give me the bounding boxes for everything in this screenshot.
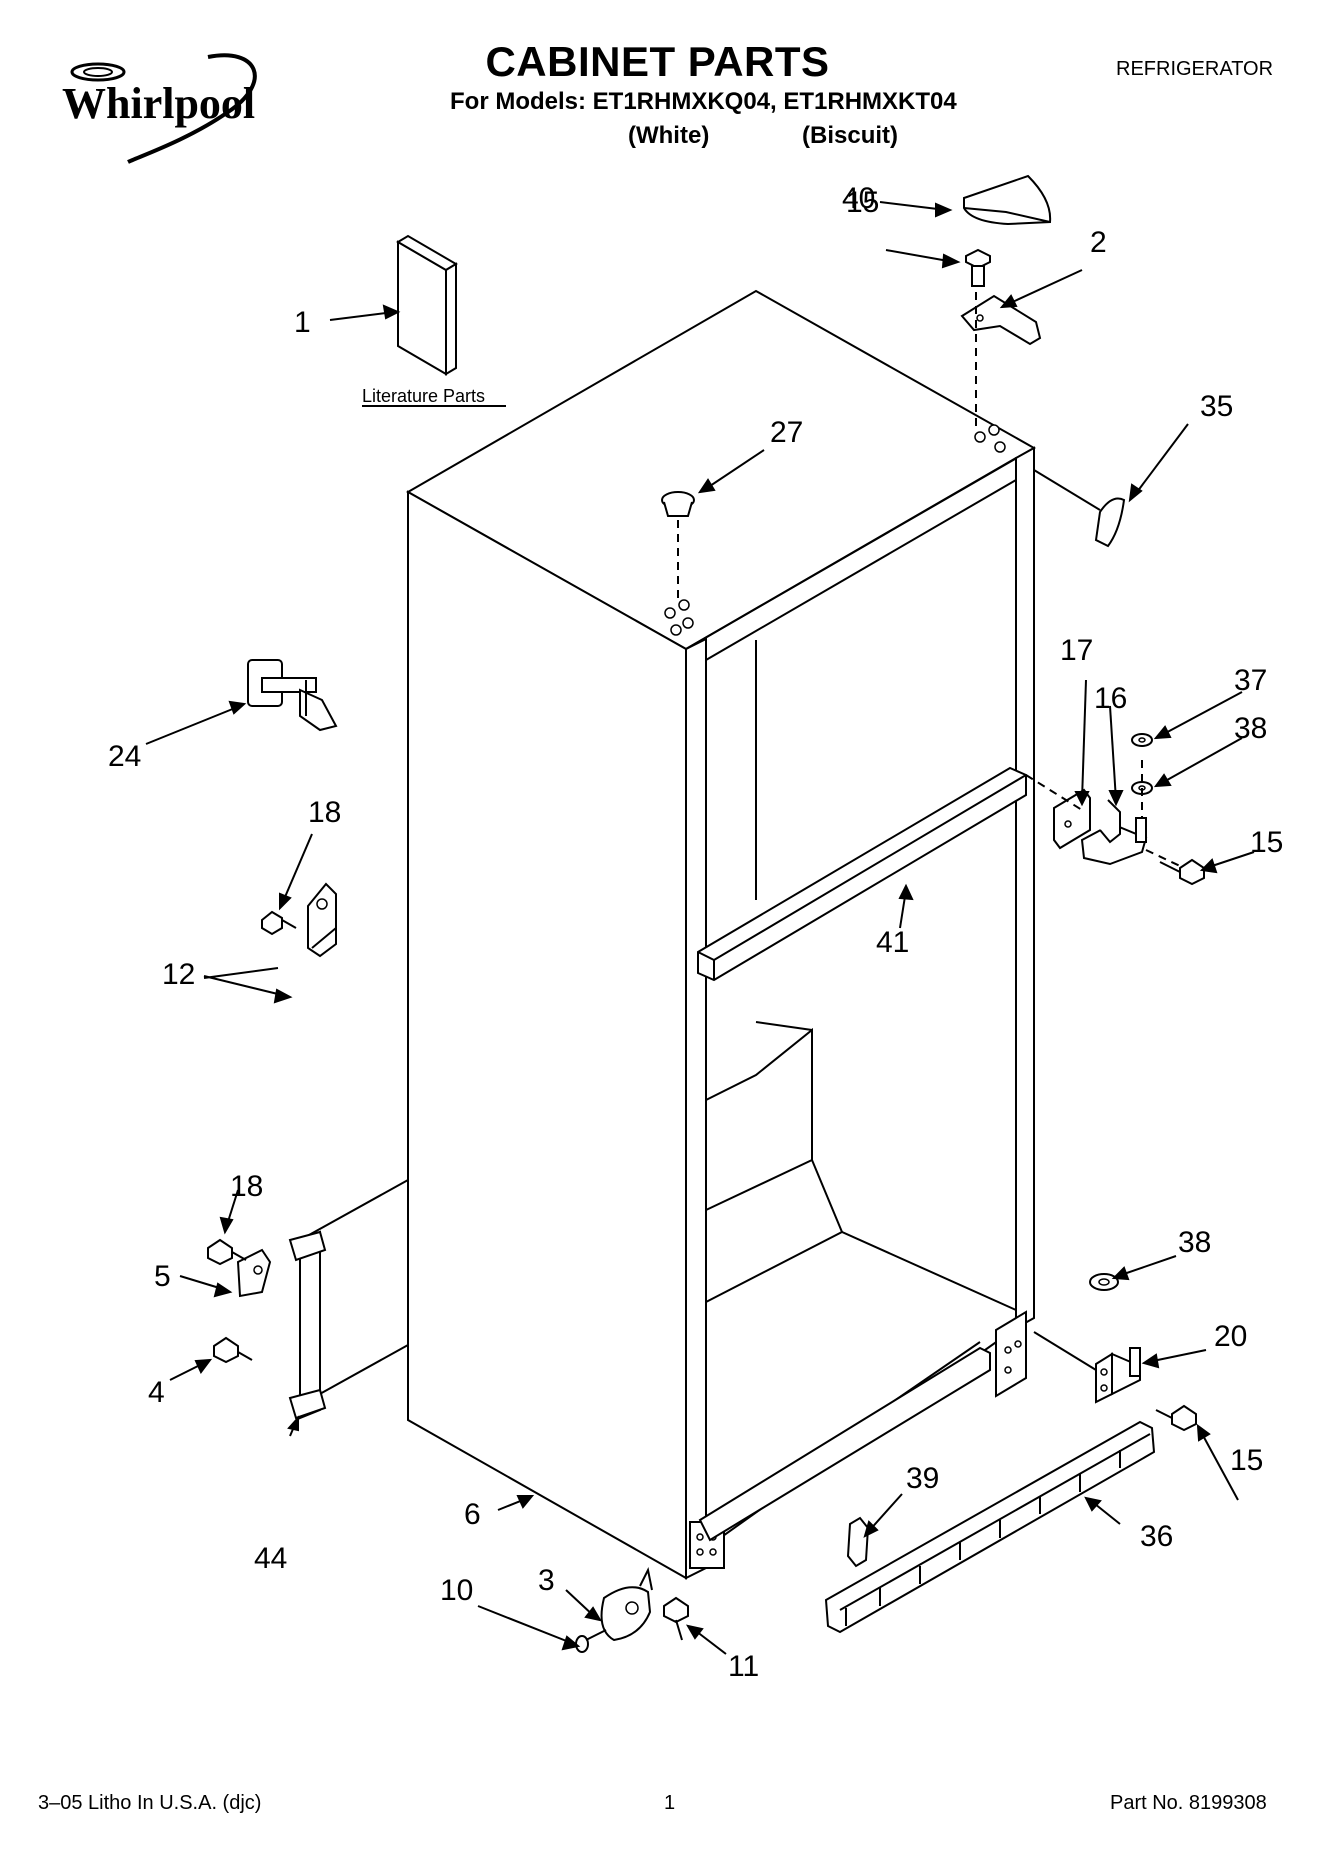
panel-tab-bottom: [288, 1388, 327, 1420]
literature-parts-label: Literature Parts: [362, 386, 485, 406]
callout-3: 3: [538, 1564, 555, 1597]
callout-2: 2: [1090, 226, 1107, 259]
literature-booklet: [396, 234, 458, 376]
callout-5: 5: [154, 1260, 171, 1293]
callout-38-lower: 38: [1178, 1226, 1211, 1259]
screw-upper-bracket: [261, 910, 297, 936]
models-line: For Models: ET1RHMXKQ04, ET1RHMXKT04: [450, 88, 957, 115]
callout-36: 36: [1140, 1520, 1173, 1553]
whirlpool-logo: Whirlpool: [62, 53, 257, 164]
callout-38-upper: 38: [1234, 712, 1267, 745]
callout-17: 17: [1060, 634, 1093, 667]
callout-40: 40: [842, 182, 875, 215]
lower-bracket: [236, 1248, 272, 1298]
roller-screw: [663, 1596, 689, 1641]
category-label: REFRIGERATOR: [1116, 58, 1274, 80]
callout-4: 4: [148, 1376, 165, 1409]
variant-white: (White): [628, 122, 710, 149]
callout-labels: 1 2 3 4 5 6 10 11 12 15 15 15 16 17 18 1…: [108, 182, 1283, 1683]
toe-grille: [824, 1420, 1156, 1634]
screw-top-hinge: [965, 248, 991, 287]
roller-pin: [575, 1629, 607, 1653]
callout-24: 24: [108, 740, 141, 773]
variant-biscuit: (Biscuit): [802, 122, 898, 149]
callout-18-lower: 18: [230, 1170, 263, 1203]
part-number: Part No. 8199308: [1110, 1792, 1267, 1814]
bottom-hinge: [1095, 1347, 1141, 1404]
screw-bottom-hinge: [1155, 1404, 1197, 1432]
callout-27: 27: [770, 416, 803, 449]
callout-15-top: 15: [846, 186, 879, 219]
callout-37: 37: [1234, 664, 1267, 697]
callout-41: 41: [876, 926, 909, 959]
washer-lower-right: [1089, 1273, 1119, 1291]
callout-39: 39: [906, 1462, 939, 1495]
callout-11: 11: [728, 1650, 759, 1683]
hinge-washer-upper: [1131, 733, 1153, 747]
hinge-hole-cap: [1094, 497, 1126, 548]
callout-15-bottom: 15: [1230, 1444, 1263, 1477]
callout-44: 44: [254, 1542, 287, 1575]
page-number: 1: [664, 1792, 676, 1814]
top-hinge-cover: [963, 174, 1052, 226]
callout-10: 10: [440, 1574, 473, 1607]
brand-wordmark: Whirlpool: [62, 79, 255, 128]
leveling-leg: [247, 659, 338, 732]
refrigerator-cabinet: [299, 289, 1037, 1580]
upper-bracket: [307, 882, 337, 958]
screw-lower-bracket: [207, 1238, 247, 1266]
roller-assembly: [600, 1566, 653, 1642]
callout-6: 6: [464, 1498, 481, 1531]
top-plug: [661, 491, 695, 517]
litho-note: 3–05 Litho In U.S.A. (djc): [38, 1792, 262, 1814]
page-title: CABINET PARTS: [485, 38, 830, 85]
top-hinge: [960, 294, 1042, 346]
center-hinge: [1080, 799, 1148, 866]
callout-20: 20: [1214, 1320, 1247, 1353]
callout-16: 16: [1094, 682, 1127, 715]
callout-1: 1: [294, 306, 311, 339]
screw-panel: [213, 1336, 253, 1364]
callout-12: 12: [162, 958, 195, 991]
callout-leaders: [145, 201, 1255, 1655]
callout-15-center: 15: [1250, 826, 1283, 859]
panel-tab-top: [288, 1230, 327, 1262]
grille-clip: [846, 1516, 870, 1568]
callout-18-upper: 18: [308, 796, 341, 829]
callout-35: 35: [1200, 390, 1233, 423]
screw-center-hinge: [1159, 858, 1205, 886]
center-hinge-shim: [1053, 788, 1091, 850]
